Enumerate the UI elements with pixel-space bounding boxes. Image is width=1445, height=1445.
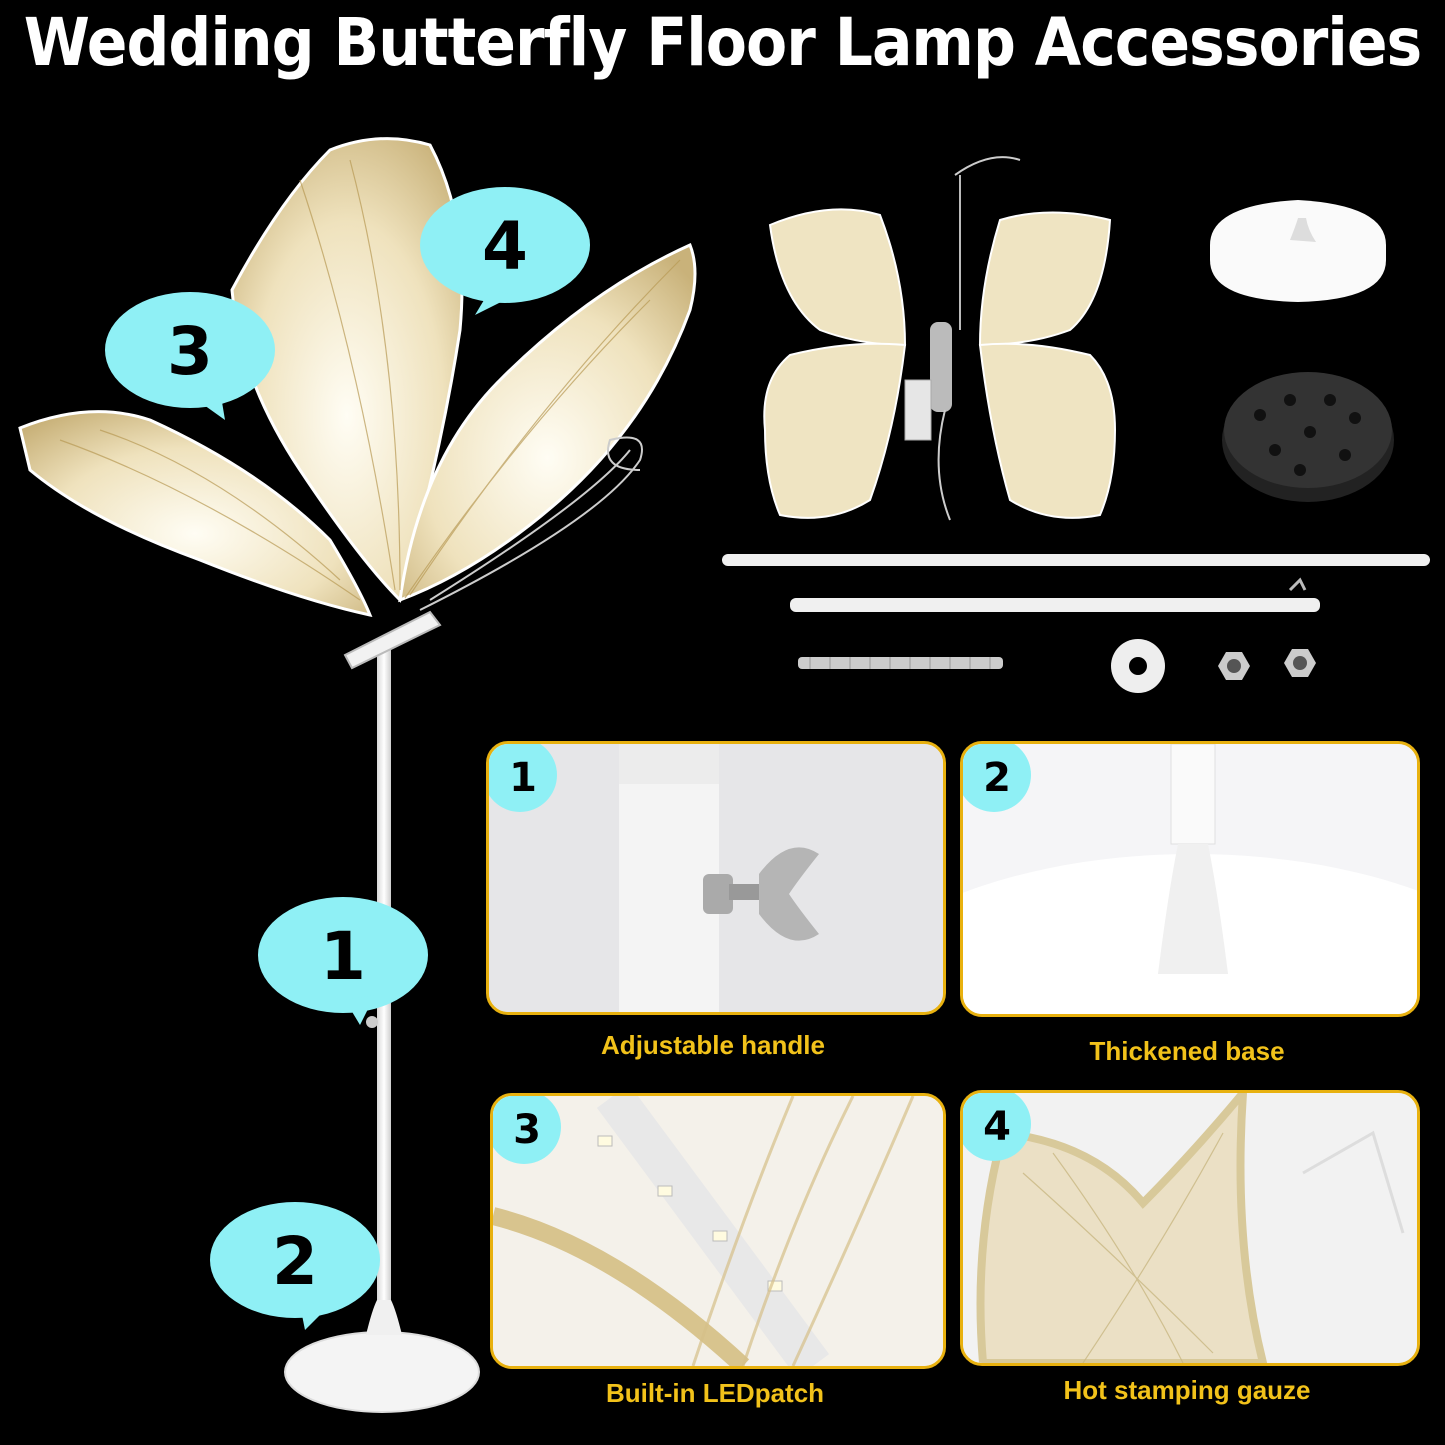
accessory-base-top xyxy=(1210,200,1386,302)
accessory-base-weight xyxy=(1222,372,1394,502)
panel-3-number-badge: 3 xyxy=(493,1096,561,1164)
detail-panel-adjustable-handle: 1 xyxy=(486,741,946,1015)
wing-upper-right xyxy=(398,242,697,603)
callout-1-label: 1 xyxy=(320,918,366,995)
wing-lower-left xyxy=(18,410,373,618)
callout-4: 4 xyxy=(420,187,590,315)
accessory-hardware xyxy=(1111,639,1316,693)
accessory-rods xyxy=(722,554,1430,669)
caption-led-patch: Built-in LEDpatch xyxy=(605,1378,825,1408)
callout-2-label: 2 xyxy=(272,1223,318,1300)
caption-adjustable-handle: Adjustable handle xyxy=(601,1030,825,1060)
detail-panel-hot-stamping-gauze: 4 xyxy=(960,1090,1420,1366)
caption-thickened-base: Thickened base xyxy=(1089,1036,1285,1066)
panel-1-number-badge: 1 xyxy=(489,744,557,812)
callout-1: 1 xyxy=(258,897,428,1025)
callout-3-label: 3 xyxy=(167,313,213,390)
callout-4-label: 4 xyxy=(482,208,528,285)
handle-detail-image xyxy=(489,744,943,1012)
base-detail-image xyxy=(963,744,1417,1014)
panel-2-number-badge: 2 xyxy=(963,744,1031,812)
led-detail-image xyxy=(493,1096,943,1366)
lamp-base xyxy=(284,1331,480,1413)
caption-hot-stamping-gauze: Hot stamping gauze xyxy=(1063,1375,1311,1405)
page-title: Wedding Butterfly Floor Lamp Accessories xyxy=(23,4,1423,82)
callout-2: 2 xyxy=(210,1202,380,1330)
callout-3: 3 xyxy=(105,292,275,420)
assembled-lamp xyxy=(18,137,697,1413)
detail-panel-thickened-base: 2 xyxy=(960,741,1420,1017)
accessory-wings xyxy=(763,156,1117,521)
gauze-detail-image xyxy=(963,1093,1417,1363)
wing-upper-left xyxy=(230,137,464,603)
detail-panel-led-patch: 3 xyxy=(490,1093,946,1369)
panel-4-number-badge: 4 xyxy=(963,1093,1031,1161)
